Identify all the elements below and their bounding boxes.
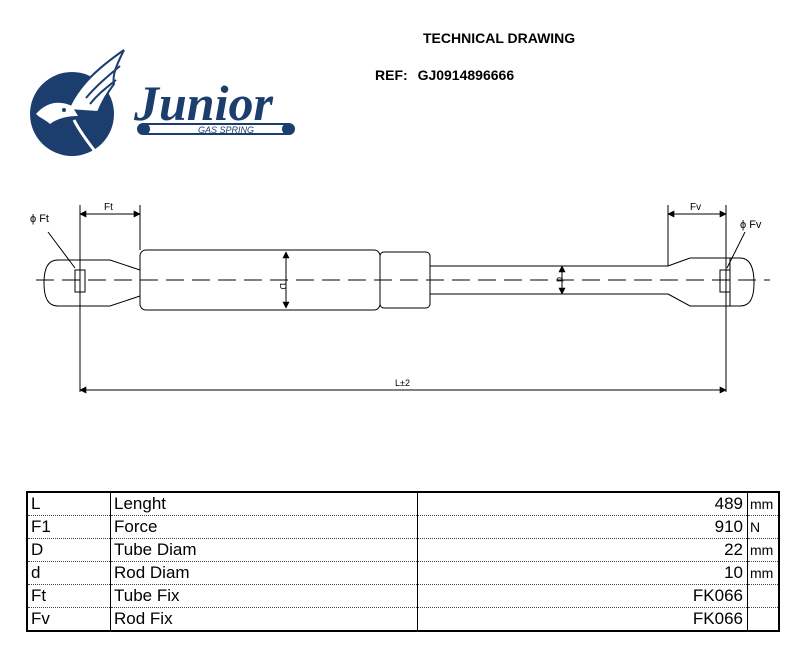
brand-tagline: GAS SPRING [198,125,254,135]
label-rod-diam: d [555,277,565,282]
spec-unit: mm [747,538,779,562]
spec-value: FK066 [417,607,748,631]
brand-name: Junior [133,75,274,131]
page-title: TECHNICAL DRAWING [423,30,576,46]
ref-label: REF: [375,67,408,83]
spec-code: d [27,561,111,585]
spec-value: 910 [417,515,748,539]
label-phi-fv: ϕ Fv [740,219,762,231]
spec-unit: mm [747,492,779,516]
spec-name: Rod Fix [110,607,418,631]
label-fv: Fv [690,202,701,213]
spec-name: Tube Diam [110,538,418,562]
junior-logo: Junior GAS SPRING [30,49,295,156]
spec-name: Tube Fix [110,584,418,608]
spec-unit [747,584,779,608]
label-length: L±2 [395,378,410,388]
spec-name: Force [110,515,418,539]
gas-spring-drawing: ϕ Ft Ft Fv ϕ Fv D d L±2 [30,202,770,394]
label-ft: Ft [104,202,113,213]
spec-code: D [27,538,111,562]
spec-unit: mm [747,561,779,585]
spec-code: L [27,492,111,516]
spec-unit: N [747,515,779,539]
label-phi-ft: ϕ Ft [30,213,49,225]
spec-code: Ft [27,584,111,608]
spec-code: Fv [31,609,50,628]
spec-code: F1 [27,515,111,539]
eagle-emblem-icon [30,49,125,156]
label-tube-diam: D [278,283,288,290]
spec-value: 22 [417,538,748,562]
reference: REF: GJ0914896666 [375,67,514,83]
ref-value: GJ0914896666 [417,67,515,83]
spec-unit [747,607,779,631]
spec-value: 10 [417,561,748,585]
tagline-bar: GAS SPRING [137,123,295,135]
spec-value: FK066 [417,584,748,608]
spec-name: Lenght [110,492,418,516]
spec-value: 489 [417,492,748,516]
spec-name: Rod Diam [110,561,418,585]
